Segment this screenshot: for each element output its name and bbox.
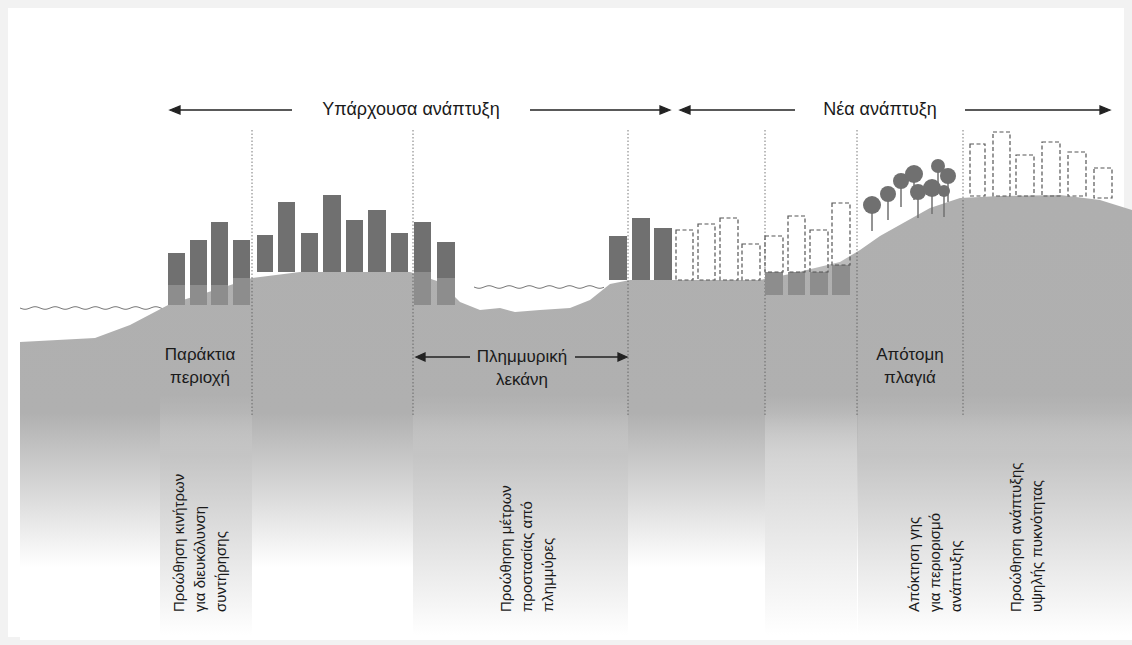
policy-label: Απόκτηση γης για περιορισμό ανάπτυξης — [903, 500, 966, 612]
section-heading: Νέα ανάπτυξη — [817, 98, 943, 121]
zone-label: Παράκτια περιοχή — [145, 343, 255, 389]
policy-label: Προώθηση κινήτρων για διευκόλυνση συντήρ… — [168, 470, 231, 612]
zone-label: Πλημμυρική λεκάνη — [472, 345, 572, 391]
policy-label: Προώθηση μέτρων προστασίας από πλημμύρες — [495, 476, 558, 612]
section-heading: Υπάρχουσα ανάπτυξη — [316, 98, 505, 121]
zone-label: Απότομη πλαγιά — [868, 343, 952, 389]
policy-label: Προώθηση ανάπτυξης υψηλής πυκνότητας — [1005, 460, 1047, 612]
